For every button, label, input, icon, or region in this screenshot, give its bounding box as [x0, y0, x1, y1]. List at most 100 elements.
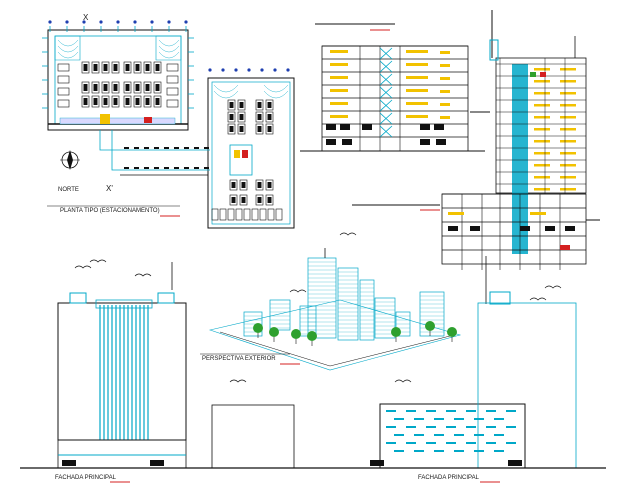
- dash: [174, 147, 179, 149]
- car: [520, 226, 530, 231]
- car: [229, 102, 234, 108]
- dash: [194, 147, 199, 149]
- window-strip: [454, 434, 464, 436]
- car: [125, 84, 130, 91]
- dash: [184, 147, 189, 149]
- floor-fill: [560, 68, 576, 71]
- window-strip: [386, 442, 396, 444]
- car: [267, 102, 272, 108]
- car-stall: [267, 208, 275, 221]
- car: [434, 124, 444, 130]
- car: [239, 126, 244, 132]
- car: [470, 226, 480, 231]
- podium-floors: [442, 193, 586, 270]
- window-strip: [466, 426, 476, 428]
- car: [113, 64, 118, 71]
- dash: [154, 167, 159, 169]
- facade-right-glazing: [370, 256, 522, 466]
- tree: [253, 323, 263, 333]
- car: [267, 182, 272, 188]
- car-stall: [57, 63, 70, 72]
- car-stall: [255, 123, 264, 135]
- canopy: [95, 299, 153, 309]
- car-stall: [219, 208, 227, 221]
- floor-fill: [406, 63, 428, 66]
- car: [103, 98, 108, 105]
- floor-fill: [406, 50, 428, 53]
- car: [267, 126, 272, 132]
- axis-marker-top: X: [83, 13, 89, 22]
- car-stall: [275, 208, 283, 221]
- dash: [184, 167, 189, 169]
- window-strip: [394, 434, 404, 436]
- car-stall: [265, 123, 274, 135]
- bird: [544, 285, 562, 289]
- car-stall: [111, 95, 120, 108]
- car-stall: [166, 99, 179, 108]
- tower-floors: [496, 36, 586, 194]
- birds-decoration: [74, 232, 562, 383]
- floor-fill: [534, 92, 550, 95]
- car: [257, 114, 262, 120]
- car-stall: [255, 179, 264, 191]
- facade-right: FACHADA PRINCIPAL: [370, 256, 577, 483]
- perspective-trees: [253, 321, 457, 346]
- window-strip: [426, 410, 436, 412]
- window-strip: [466, 410, 476, 412]
- floor-fill: [330, 115, 348, 118]
- perspective-building: [359, 279, 375, 341]
- car-stall: [235, 208, 243, 221]
- car: [145, 64, 150, 71]
- grid-marker: [99, 20, 103, 24]
- grid-marker: [260, 68, 264, 72]
- window-strip: [434, 418, 444, 420]
- window-strip: [446, 410, 456, 412]
- car-stall: [239, 179, 248, 191]
- window-strip: [474, 450, 484, 452]
- car-stall: [153, 61, 162, 74]
- car-stall: [265, 179, 274, 191]
- ramp: [379, 60, 393, 73]
- grid-marker: [208, 68, 212, 72]
- floor-fill: [406, 76, 428, 79]
- car-stall: [227, 208, 235, 221]
- axis-marker-bottom: X': [106, 184, 113, 193]
- window-strip: [446, 442, 456, 444]
- car-stall: [133, 61, 142, 74]
- car: [370, 460, 384, 466]
- car-stall: [81, 95, 90, 108]
- car-stall: [166, 87, 179, 96]
- floor-fill: [330, 76, 348, 79]
- ramp: [379, 86, 393, 99]
- car-stall: [133, 81, 142, 94]
- window-strip: [426, 442, 436, 444]
- car: [560, 245, 570, 250]
- floor-fill: [440, 90, 450, 93]
- window-strip: [486, 410, 496, 412]
- floor-fill: [530, 212, 546, 215]
- car: [145, 84, 150, 91]
- car-stall: [211, 208, 219, 221]
- dash: [164, 147, 169, 149]
- dash: [194, 167, 199, 169]
- dash: [134, 147, 139, 149]
- car: [239, 114, 244, 120]
- car-stall: [229, 194, 238, 206]
- car-stall: [143, 61, 152, 74]
- grid-marker: [234, 68, 238, 72]
- car-stall: [91, 95, 100, 108]
- window-strip: [386, 426, 396, 428]
- window-strip: [406, 442, 416, 444]
- car: [113, 84, 118, 91]
- bird: [74, 265, 92, 269]
- car: [135, 64, 140, 71]
- car: [362, 124, 372, 130]
- car-stall: [81, 81, 90, 94]
- floor-fill: [330, 63, 348, 66]
- car-stall: [57, 75, 70, 84]
- dash: [174, 167, 179, 169]
- window-strip: [454, 450, 464, 452]
- ramp: [379, 73, 393, 86]
- tree: [425, 321, 435, 331]
